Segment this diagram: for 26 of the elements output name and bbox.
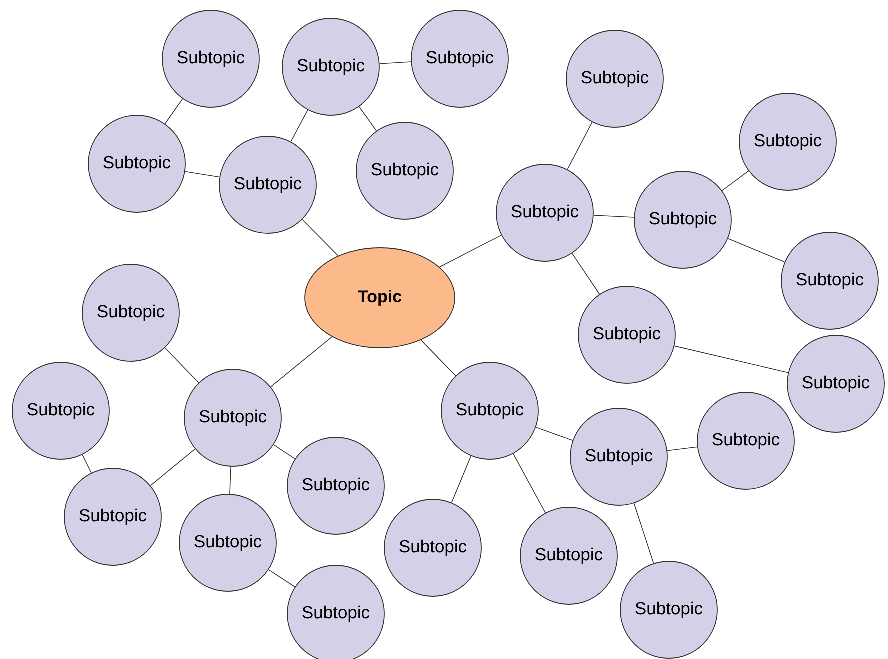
connector-line	[420, 340, 456, 376]
connector-line	[268, 570, 296, 588]
connector-line	[302, 219, 339, 256]
connector-line	[667, 446, 698, 452]
connector-line	[722, 170, 750, 192]
connector-line	[150, 448, 196, 486]
connector-line	[379, 62, 412, 64]
connector-line	[536, 427, 574, 441]
connector-line	[164, 348, 200, 384]
connector-line	[513, 454, 546, 514]
connector-line	[82, 454, 92, 474]
connector-line	[230, 466, 232, 494]
connector-line	[290, 110, 308, 142]
connector-line	[270, 336, 333, 388]
connector-line	[358, 106, 378, 132]
connector-line	[164, 98, 184, 124]
connector-line	[728, 238, 786, 263]
connector-line	[184, 171, 220, 178]
connector-line	[594, 215, 635, 218]
connector-line	[439, 235, 502, 268]
connector-line	[634, 503, 654, 564]
connector-line	[567, 122, 593, 170]
connector-line	[674, 346, 789, 374]
connector-line	[273, 444, 296, 460]
connector-line	[572, 253, 600, 295]
connector-line	[451, 456, 472, 504]
